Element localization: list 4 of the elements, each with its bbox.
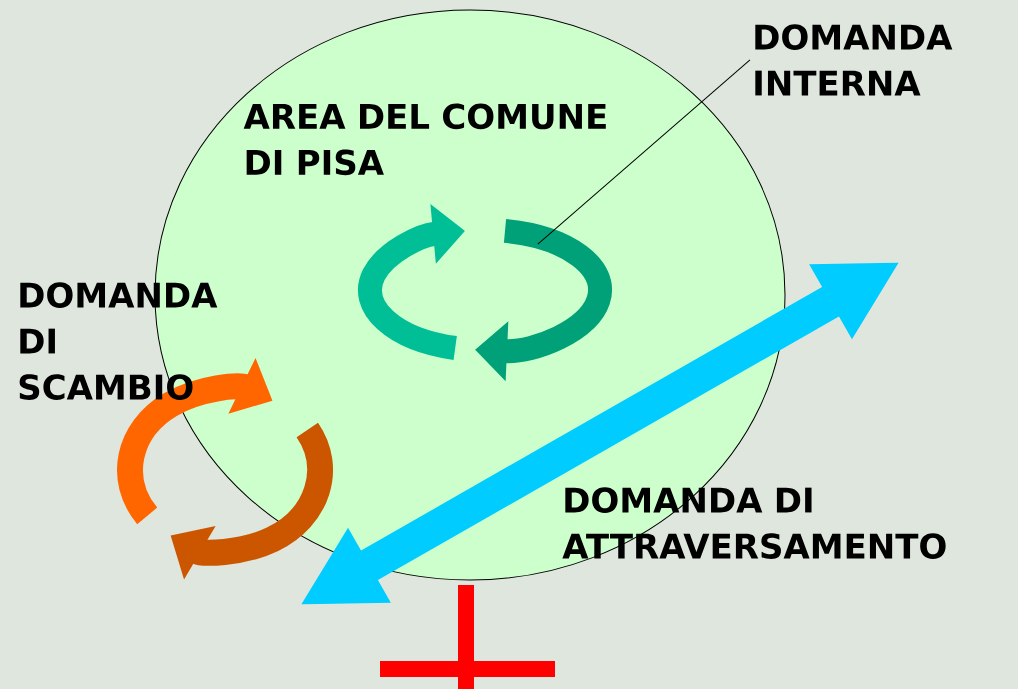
leader-line — [537, 59, 751, 245]
area-label: AREA DEL COMUNE DI PISA — [243, 103, 606, 176]
circular-arrows-drawing — [358, 204, 612, 382]
label-text: DOMANDA INTERNA — [755, 24, 953, 96]
